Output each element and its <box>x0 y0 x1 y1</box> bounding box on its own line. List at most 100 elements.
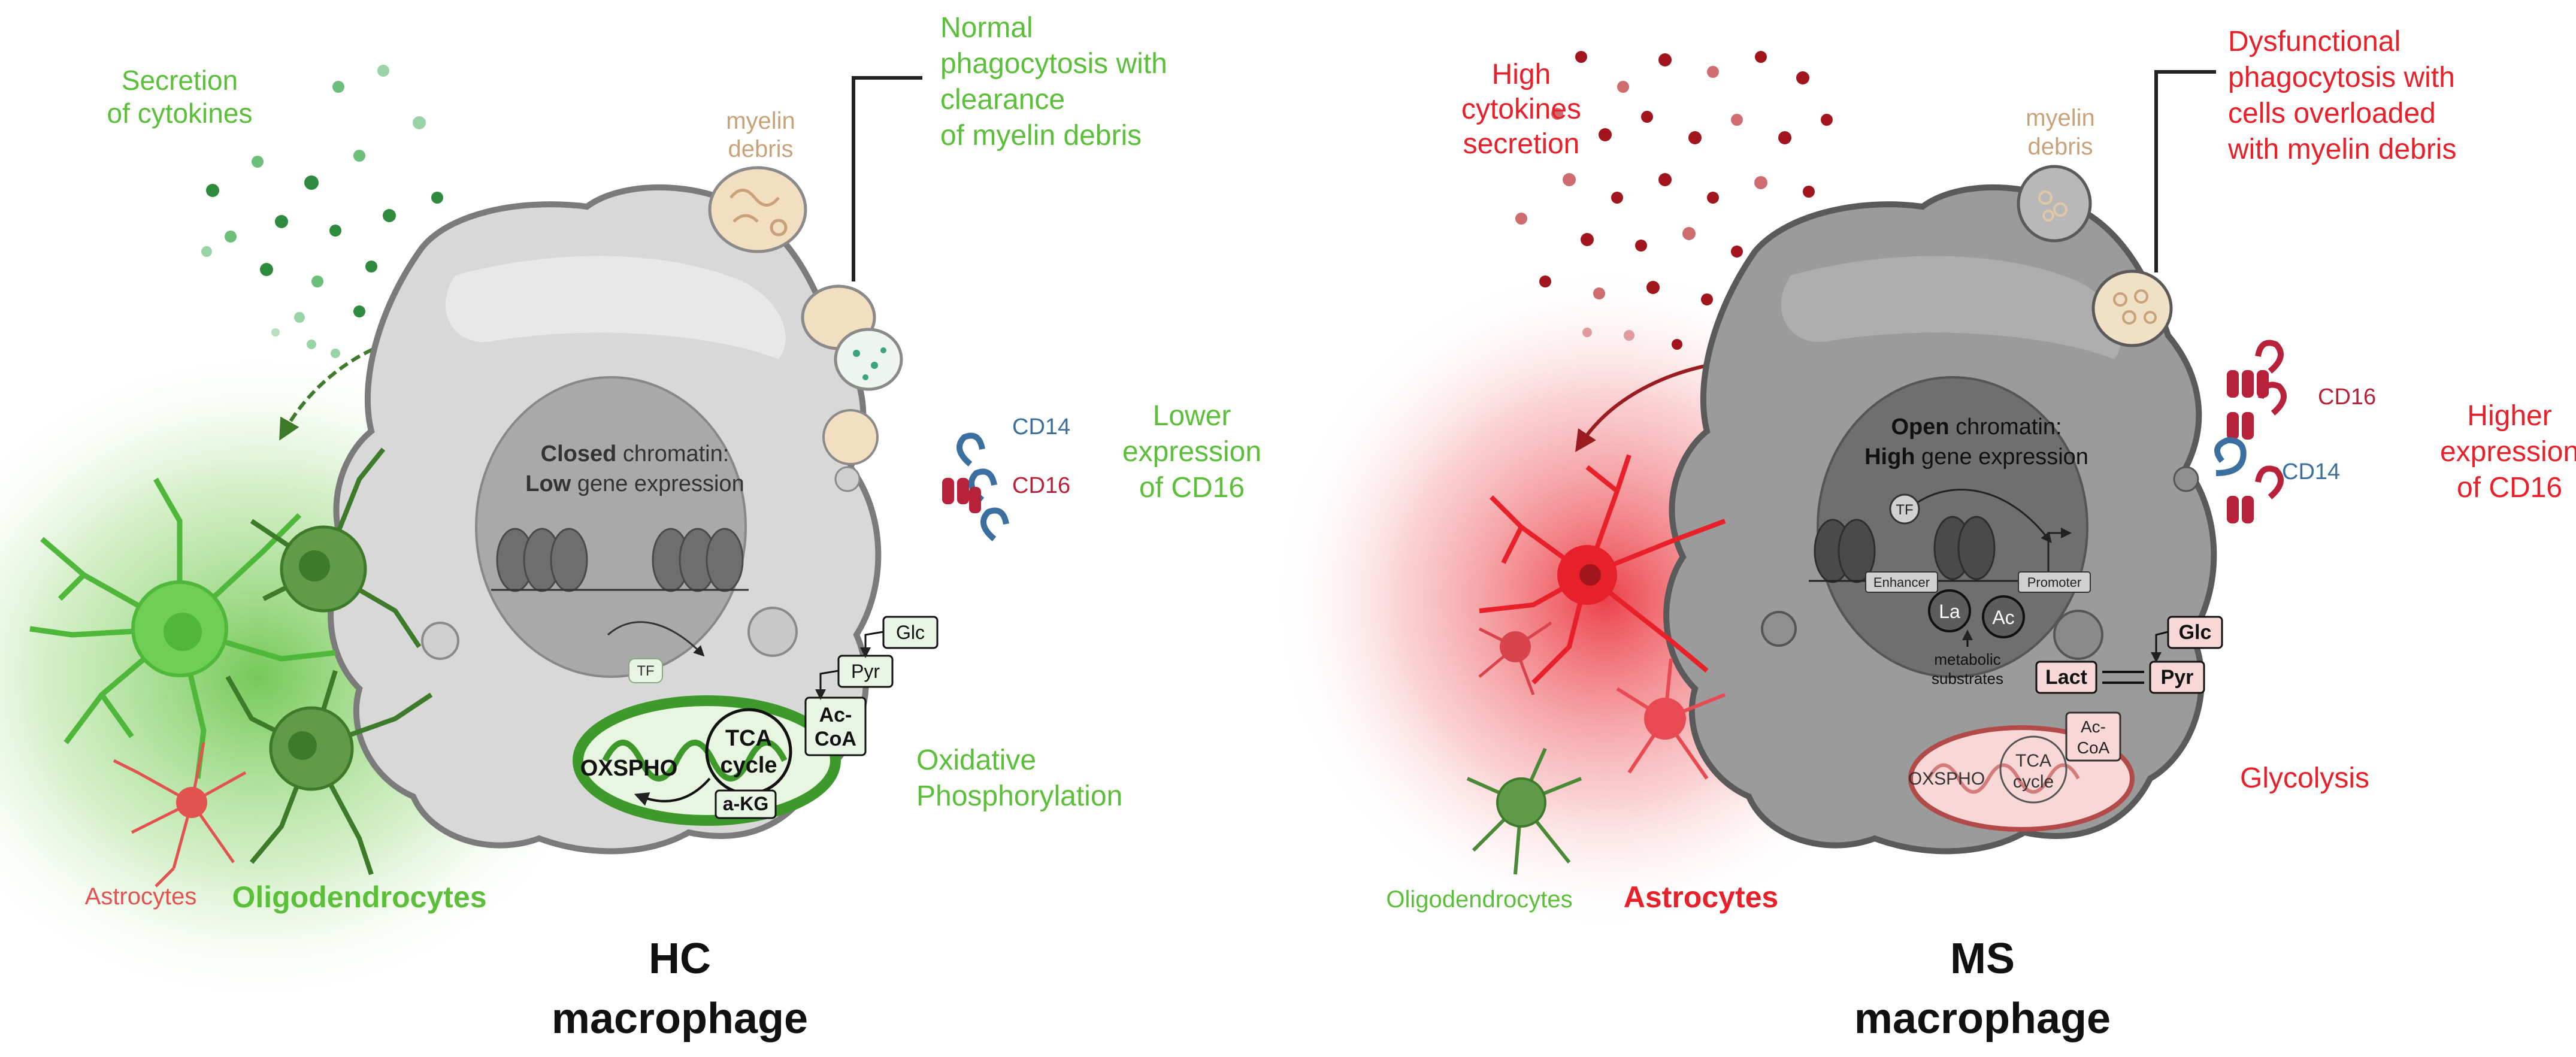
ms-oxspho-label: OXSPHO <box>1908 769 1985 789</box>
hc-accoa-line1: Ac- <box>819 704 852 726</box>
hc-chromatin-line2: Low gene expression <box>525 471 744 496</box>
ms-astrocyte-main-nucleus <box>1579 564 1601 586</box>
hc-chromatin-line1: Closed chromatin: <box>541 441 729 467</box>
ms-astrocytes-label: Astrocytes <box>1624 880 1778 914</box>
ms-promoter-label: Promoter <box>2027 575 2081 590</box>
hc-myelin-fragments <box>729 189 788 237</box>
ms-lact-pyr-exchange <box>2102 671 2144 684</box>
hc-tca-to-oxspho-arrow <box>634 777 711 806</box>
ms-oligodendrocyte-body <box>1496 777 1546 828</box>
hc-tf-arrow <box>607 621 705 657</box>
ms-metabolism-label: Glycolysis <box>2240 762 2369 794</box>
hc-tca-line2: cycle <box>720 753 777 778</box>
ms-chromatin-line1: Open chromatin: <box>1891 414 2062 440</box>
hc-phagocytosis-line1: Normal <box>940 12 1033 44</box>
ms-phagocytosis-line2: phagocytosis with <box>2228 62 2455 93</box>
hc-oligodendrocyte-low-nucleus <box>288 731 317 760</box>
ms-lact-box <box>2035 661 2097 694</box>
hc-cd16-receptors <box>942 478 981 513</box>
hc-title-line2: macrophage <box>552 995 808 1043</box>
ms-promoter-box <box>2018 571 2091 593</box>
hc-digested-dots <box>853 347 886 380</box>
hc-vesicle <box>834 466 861 492</box>
ms-secretion-line1: High <box>1492 59 1551 90</box>
ms-secretion-arrow <box>1575 361 1726 452</box>
ms-glc-label: Glc <box>2179 621 2212 644</box>
ms-expression-line3: of CD16 <box>2457 472 2562 504</box>
hc-expression-line1: Lower <box>1153 400 1231 432</box>
hc-secretion-line2: of cytokines <box>107 98 253 129</box>
hc-tf-label: TF <box>637 663 654 679</box>
ms-astrocyte-lower-body <box>1644 698 1686 740</box>
ms-title-line1: MS <box>1950 935 2015 983</box>
ms-accoa-line1: Ac- <box>2081 717 2106 736</box>
ms-tca-cycle <box>1999 735 2068 804</box>
ms-phagocytosis-line3: cells overloaded <box>2228 98 2436 129</box>
hc-vesicle <box>747 607 798 657</box>
ms-nucleosomes <box>1814 516 1996 583</box>
hc-phagocytosis-leader <box>852 76 922 281</box>
ms-title-line2: macrophage <box>1854 995 2111 1043</box>
hc-cd14-label: CD14 <box>1012 414 1070 440</box>
ms-secretion-line3: secretion <box>1463 128 1580 160</box>
ms-enhancer-label: Enhancer <box>1873 575 1930 590</box>
hc-nucleosomes <box>496 528 744 592</box>
hc-expression-line3: of CD16 <box>1139 472 1245 504</box>
ms-oligodendrocytes-label: Oligodendrocytes <box>1386 886 1572 913</box>
ms-myelin-phagosome <box>2017 165 2092 243</box>
ms-tca-line2: cycle <box>2013 772 2054 792</box>
ms-panel: Open chromatin: High gene expression TF … <box>1270 26 2576 1043</box>
hc-accoa-box <box>804 696 867 756</box>
ms-expression-line2: expression <box>2440 436 2576 468</box>
hc-nucleus <box>475 376 747 678</box>
hc-phagocytosis-line2: phagocytosis with <box>940 48 1167 80</box>
hc-tf-box <box>628 658 663 683</box>
hc-phagocytosis-line3: clearance <box>940 84 1065 116</box>
ms-tf-label: TF <box>1896 502 1913 518</box>
hc-cd16-label: CD16 <box>1012 473 1070 498</box>
ms-phagocytosis-line1: Dysfunctional <box>2228 26 2401 57</box>
ms-myelin-fragments <box>2038 190 2068 222</box>
ms-myelin-line1: myelin <box>2026 105 2095 131</box>
ms-tf-arrow <box>1916 489 2052 544</box>
hc-oligodendrocytes-label: Oligodendrocytes <box>232 880 486 914</box>
ms-enhancer-box <box>1865 571 1938 593</box>
ms-vesicle <box>2053 610 2103 660</box>
ms-la-circle <box>1928 589 1971 632</box>
hc-cristae <box>602 740 788 782</box>
hc-secretion-line1: Secretion <box>122 65 238 96</box>
hc-vesicle <box>421 622 459 660</box>
hc-astrocyte-body <box>176 787 207 818</box>
hc-oligodendrocyte-mid-nucleus <box>299 550 330 581</box>
ms-phagocytosis-leader <box>2154 70 2216 272</box>
hc-metabolism-line1: Oxidative <box>916 744 1036 776</box>
ms-astrocyte-left-body <box>1500 631 1531 662</box>
hc-phagosome-3 <box>822 409 879 465</box>
ms-pyr-label: Pyr <box>2161 666 2194 689</box>
hc-astrocytes-label: Astrocytes <box>85 883 197 910</box>
ms-overloaded-fragments <box>2113 289 2157 325</box>
hc-tca-line1: TCA <box>725 726 772 751</box>
hc-phagosome-2 <box>834 328 903 391</box>
ms-la-label: La <box>1939 601 1960 622</box>
ms-cd16-label: CD16 <box>2318 384 2376 410</box>
ms-glc-to-pyr-arrow <box>2151 631 2169 663</box>
ms-secretion-line2: cytokines <box>1461 93 1581 125</box>
ms-pyr-box <box>2149 661 2205 694</box>
ms-lact-label: Lact <box>2045 666 2087 689</box>
hc-oligodendrocyte-large-nucleus <box>164 613 202 651</box>
ms-vesicle <box>1761 611 1797 647</box>
hc-akg-box <box>715 789 777 819</box>
hc-akg-label: a-KG <box>723 793 768 814</box>
ms-overloaded-phagosome <box>2091 269 2173 347</box>
hc-pyr-label: Pyr <box>851 661 880 682</box>
hc-glc-to-pyr-arrow <box>860 631 884 658</box>
hc-phagocytosis-line4: of myelin debris <box>940 120 1142 152</box>
ms-cd14-label: CD14 <box>2282 459 2340 484</box>
ms-myelin-line2: debris <box>2028 134 2093 160</box>
hc-panel: Closed chromatin: Low gene expression TF <box>0 12 1261 1043</box>
ms-ac-label: Ac <box>1992 607 2014 628</box>
ms-vesicle <box>2173 466 2199 492</box>
hc-expression-line2: expression <box>1122 436 1261 468</box>
